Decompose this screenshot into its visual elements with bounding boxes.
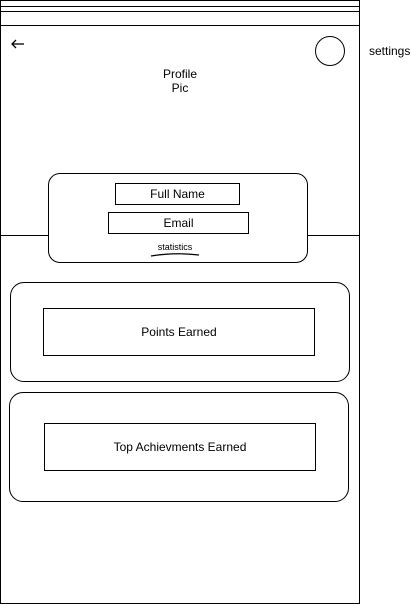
points-earned-box[interactable]: Points Earned: [43, 308, 315, 356]
email-field[interactable]: Email: [108, 212, 249, 234]
header-divider: [0, 25, 360, 26]
back-arrow-icon[interactable]: [10, 36, 26, 52]
status-bar-top-line: [0, 6, 360, 7]
settings-label: settings: [369, 44, 411, 58]
settings-button[interactable]: [315, 36, 345, 66]
top-achievements-box[interactable]: Top Achievments Earned: [44, 423, 316, 471]
achievements-panel: Top Achievments Earned: [9, 392, 349, 502]
profile-pic-placeholder[interactable]: Profile Pic: [162, 67, 197, 95]
statistics-link[interactable]: statistics: [157, 242, 193, 252]
statistics-underline: [150, 253, 200, 257]
user-info-card: Full Name Email statistics: [48, 173, 308, 263]
full-name-field[interactable]: Full Name: [115, 183, 240, 205]
status-bar-second-line: [0, 11, 360, 12]
points-panel: Points Earned: [10, 282, 350, 382]
phone-frame: [0, 0, 360, 604]
